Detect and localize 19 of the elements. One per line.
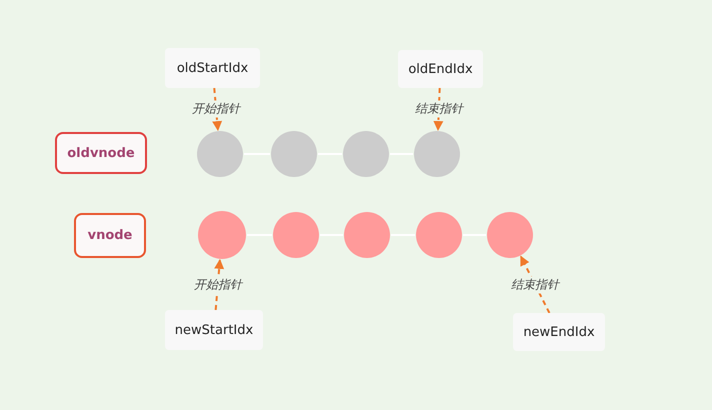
old-vnode-circle	[271, 131, 317, 177]
row-label-box: vnode	[74, 213, 146, 258]
edge-label: 开始指针	[192, 276, 244, 294]
pointer-label-box: oldStartIdx	[165, 48, 260, 88]
new-vnode-circle	[273, 212, 319, 258]
new-vnode-circle	[198, 211, 246, 259]
old-vnode-circle	[197, 131, 243, 177]
new-vnode-circle	[416, 212, 462, 258]
old-vnode-circle	[414, 131, 460, 177]
pointer-label-box: newEndIdx	[513, 313, 605, 351]
pointer-label-box: oldEndIdx	[398, 50, 483, 88]
edge-label: 开始指针	[190, 100, 242, 118]
new-vnode-circle	[344, 212, 390, 258]
edge-label: 结束指针	[412, 100, 465, 118]
new-vnode-circle	[487, 212, 533, 258]
row-label-box: oldvnode	[55, 132, 147, 174]
edge-label: 结束指针	[509, 276, 562, 294]
old-vnode-circle	[343, 131, 389, 177]
pointer-label-box: newStartIdx	[165, 310, 263, 350]
